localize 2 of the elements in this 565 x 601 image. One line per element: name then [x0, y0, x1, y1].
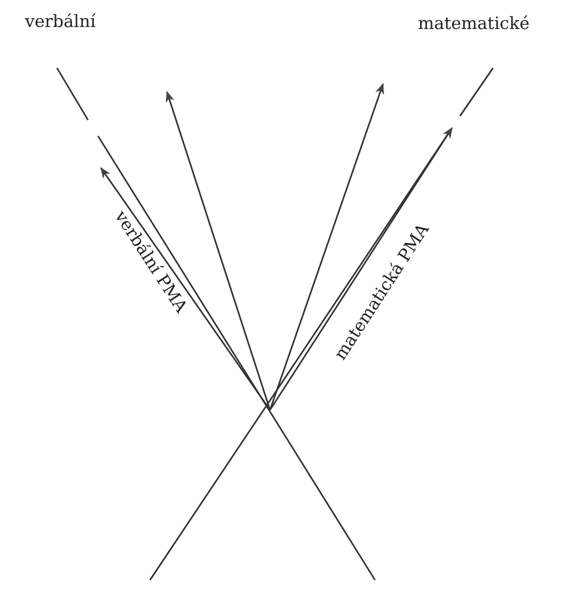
axis-label: matematické — [418, 14, 530, 34]
axis-label: verbální — [25, 12, 96, 32]
